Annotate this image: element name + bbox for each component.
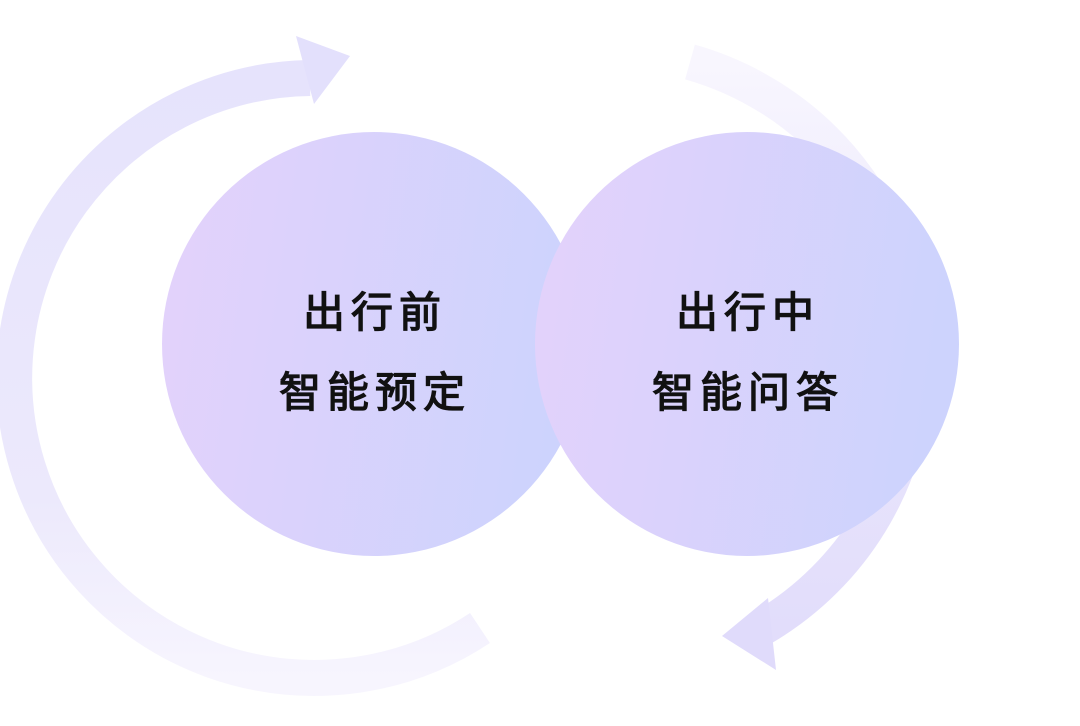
stage-before-subtitle: 智能预定 [278,368,471,417]
stage-during-title: 出行中 [675,288,820,337]
stage-during-label: 出行中 智能问答 [588,292,908,414]
stage-during-subtitle: 智能问答 [651,368,844,417]
stage-before-label: 出行前 智能预定 [215,292,535,414]
stage-circle-before [162,132,586,556]
stage-before-title: 出行前 [302,288,447,337]
left-cycle-arc [0,60,490,696]
left-cycle-arrowhead [296,36,350,104]
right-cycle-arrowhead [722,598,776,670]
stage-circle-during [535,132,959,556]
